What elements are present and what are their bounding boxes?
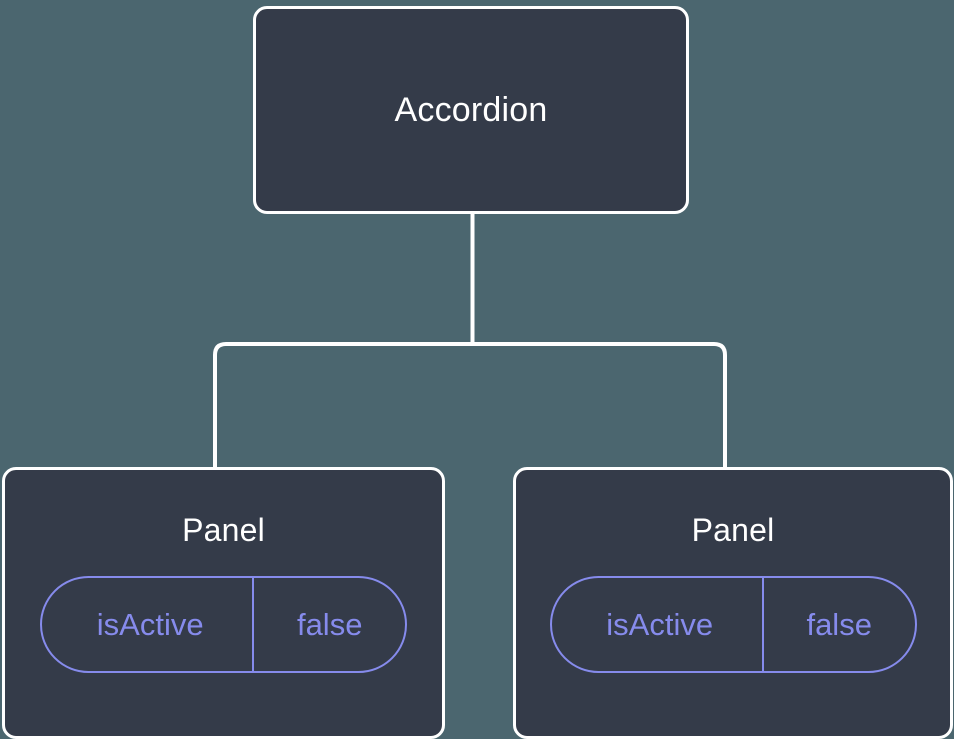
edge-to-panel-right (472, 342, 727, 470)
node-panel-right-label: Panel (691, 512, 775, 548)
prop-value-is-active-left: false (252, 578, 405, 671)
node-accordion[interactable]: Accordion (253, 6, 689, 214)
prop-pill-is-active-right[interactable]: isActive false (549, 576, 917, 673)
node-panel-left-label: Panel (182, 512, 265, 548)
node-accordion-label: Accordion (394, 91, 548, 129)
node-panel-left[interactable]: Panel isActive false (2, 467, 445, 739)
prop-key-is-active-left: isActive (96, 607, 204, 642)
edge-to-panel-left (213, 342, 473, 470)
prop-pill-is-active-left[interactable]: isActive false (40, 576, 407, 673)
node-panel-right[interactable]: Panel isActive false (513, 467, 953, 739)
prop-value-is-active-right: false (761, 578, 915, 671)
prop-key-is-active-right: isActive (606, 607, 714, 642)
